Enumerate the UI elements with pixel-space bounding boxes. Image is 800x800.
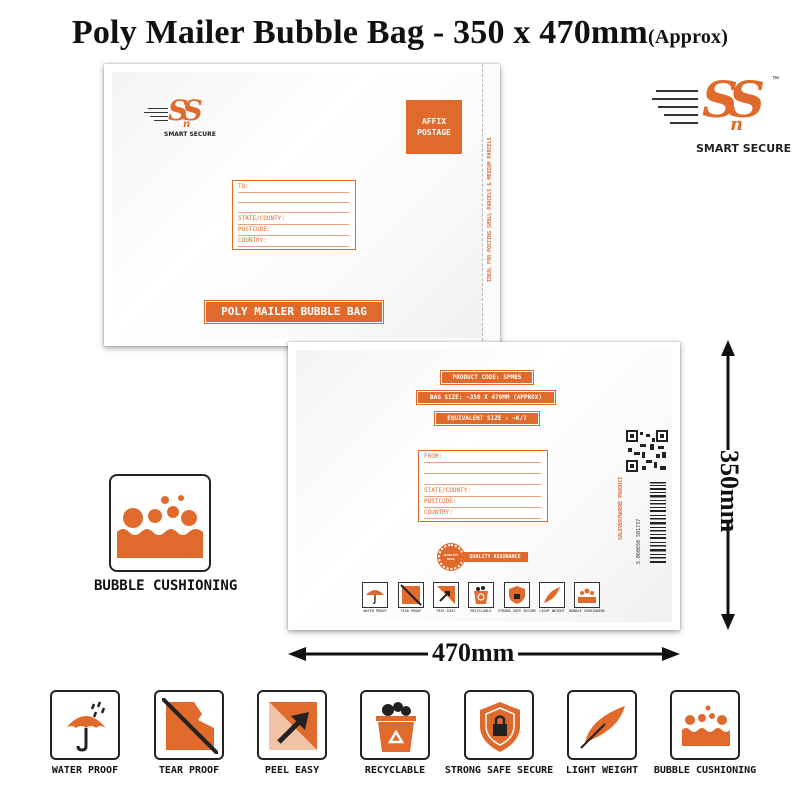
- to-address-block: TO: STATE/COUNTY: POSTCODE: COUNTRY:: [232, 180, 356, 250]
- barcode-digits: 5 060650 501737: [636, 518, 642, 564]
- width-dimension-label: 470mm: [428, 638, 519, 668]
- logo-mid-letter: n: [730, 114, 744, 135]
- speed-line: [154, 120, 168, 121]
- address-line: [424, 475, 541, 485]
- speed-line: [656, 90, 698, 92]
- address-line: [238, 203, 349, 213]
- mini-shield-icon: [504, 582, 530, 608]
- seal-text: QUALITY SEAL: [443, 553, 459, 561]
- bubble-cushioning-label: BUBBLE CUSHIONING: [94, 578, 238, 594]
- water-proof-icon: [50, 690, 120, 760]
- mailer-back-surface: PRODUCT CODE: SPMB5 BAG SIZE: ~350 X 470…: [296, 350, 672, 622]
- front-seal-strip: IDEAL FOR POSTING SMALL PARCELS & MEDIUM…: [482, 64, 500, 346]
- qr-code-icon: [626, 430, 668, 472]
- front-logo-letters: SS: [168, 94, 203, 127]
- recyclable-icon: [360, 690, 430, 760]
- poly-mailer-label: POLY MAILER BUBBLE BAG: [204, 300, 384, 324]
- bubble-cushioning-icon: [109, 474, 211, 572]
- feature-label-light-weight: LIGHT WEIGHT: [565, 765, 639, 776]
- speed-line: [664, 114, 698, 116]
- mini-bubble-icon: [574, 582, 600, 608]
- logo-letters: SS: [702, 70, 765, 129]
- speed-line: [658, 106, 698, 108]
- light-weight-icon: [567, 690, 637, 760]
- address-line: STATE/COUNTY:: [238, 215, 349, 225]
- address-line: COUNTRY:: [424, 509, 541, 519]
- address-line: POSTCODE:: [424, 498, 541, 508]
- equivalent-size-label: EQUIVALENT SIZE : ~K/7: [434, 411, 540, 426]
- mini-label: PEEL EASY: [436, 609, 456, 613]
- front-logo: SS n SMART SECURE: [136, 94, 226, 144]
- mailer-back: PRODUCT CODE: SPMB5 BAG SIZE: ~350 X 470…: [288, 342, 680, 630]
- peel-easy-icon: [257, 690, 327, 760]
- flap-text: IDEAL FOR POSTING SMALL PARCELS & MEDIUM…: [487, 137, 493, 283]
- address-line: STATE/COUNTY:: [424, 487, 541, 497]
- title-main: Poly Mailer Bubble Bag - 350 x 470mm: [71, 14, 648, 51]
- quality-assurance-label: QUALITY ASSURANCE: [462, 552, 528, 562]
- page-title: Poly Mailer Bubble Bag - 350 x 470mm(App…: [0, 14, 800, 52]
- speed-line: [148, 108, 168, 109]
- mailer-front: SS n SMART SECURE AFFIX POSTAGE TO: STAT…: [104, 64, 500, 346]
- mini-label: STRONG SAFE SECURE: [498, 609, 536, 613]
- stamp-line-2: POSTAGE: [417, 128, 451, 137]
- title-approx: (Approx): [647, 26, 729, 48]
- product-code-label: PRODUCT CODE: SPMB5: [440, 370, 534, 385]
- speed-line: [670, 122, 698, 124]
- mini-peel-easy-icon: [433, 582, 459, 608]
- brand-logo: SS n ™ SMART SECURE: [648, 70, 792, 160]
- speed-line: [150, 116, 168, 117]
- address-line: [238, 193, 349, 203]
- mailer-front-surface: SS n SMART SECURE AFFIX POSTAGE TO: STAT…: [112, 72, 492, 338]
- bag-size-label: BAG SIZE: ~350 X 470MM (APPROX): [416, 390, 556, 405]
- mini-label: RECYCLABLE: [470, 609, 492, 613]
- front-logo-mid: n: [183, 119, 191, 130]
- speed-line: [144, 112, 168, 113]
- address-line: COUNTRY:: [238, 237, 349, 247]
- bubble-cushioning-small-icon: [670, 690, 740, 760]
- feature-label-recyclable: RECYCLABLE: [364, 765, 426, 776]
- mini-tear-proof-icon: [398, 582, 424, 608]
- mini-recyclable-icon: [468, 582, 494, 608]
- feature-label-peel-easy: PEEL EASY: [264, 765, 320, 776]
- affix-postage-box: AFFIX POSTAGE: [406, 100, 462, 154]
- address-line: FROM:: [424, 453, 541, 463]
- height-dimension-label: 350mm: [714, 450, 744, 533]
- stamp-line-1: AFFIX: [421, 117, 447, 126]
- mini-label: BUBBLE CUSHIONING: [569, 609, 605, 613]
- strong-safe-secure-icon: [464, 690, 534, 760]
- tear-proof-icon: [154, 690, 224, 760]
- barcode-icon: [650, 482, 666, 563]
- trademark: ™: [772, 76, 779, 83]
- address-line: POSTCODE:: [238, 226, 349, 236]
- feature-label-strong-safe-secure: STRONG SAFE SECURE: [444, 765, 554, 776]
- address-line: [424, 464, 541, 474]
- front-brand-name: SMART SECURE: [164, 131, 216, 138]
- feature-label-water-proof: WATER PROOF: [51, 765, 119, 776]
- quality-seal-icon: QUALITY SEAL: [438, 544, 464, 570]
- address-line: TO:: [238, 183, 349, 193]
- mini-label: TEAR PROOF: [400, 609, 422, 613]
- mini-water-proof-icon: [362, 582, 388, 608]
- mini-label: LIGHT WEIGHT: [539, 609, 565, 613]
- side-product-text: SALEVERYWHERE PRODUCT: [618, 476, 624, 540]
- from-address-block: FROM: STATE/COUNTY: POSTCODE: COUNTRY:: [418, 450, 548, 522]
- speed-line: [652, 98, 698, 100]
- feature-label-bubble-cushioning: BUBBLE CUSHIONING: [653, 765, 757, 776]
- mini-feather-icon: [539, 582, 565, 608]
- mini-label: WATER PROOF: [363, 609, 387, 613]
- brand-name: SMART SECURE: [696, 142, 792, 155]
- feature-label-tear-proof: TEAR PROOF: [158, 765, 220, 776]
